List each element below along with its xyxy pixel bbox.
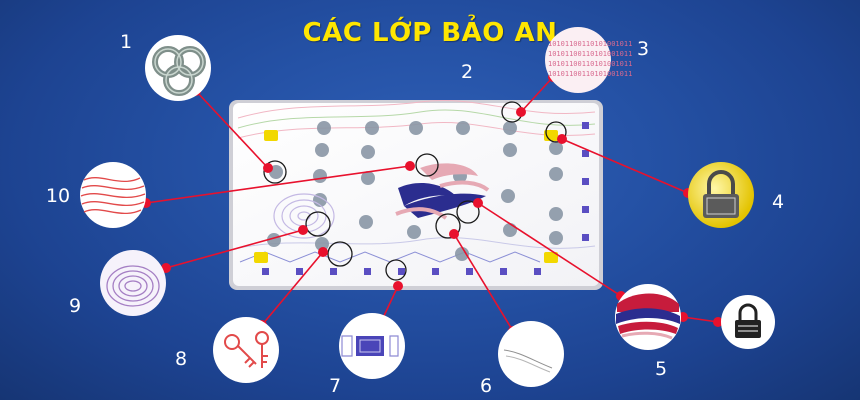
label-6: 6 [480,375,492,397]
label-1: 1 [120,31,132,53]
red-keys-icon [213,317,279,383]
label-3: 3 [637,38,649,60]
label-4: 4 [772,191,784,213]
microtext-binary-icon: 10101100110101001011 1010110011010100101… [545,27,632,93]
binary-row-3: 10101100110101001011 [548,60,632,68]
striped-thread-icon [615,284,681,350]
blue-emblem-icon [339,313,405,379]
fine-line-icon [498,321,564,387]
blue-emblems-on-card [262,122,589,275]
guilloche-knot-icon [145,35,211,101]
central-emblem [395,163,490,220]
label-5: 5 [655,358,667,380]
page-title: CÁC LỚP BẢO AN [302,18,558,48]
binary-row-2: 10101100110101001011 [548,50,632,58]
label-2: 2 [461,61,473,83]
gold-padlock-icon [688,162,754,228]
label-10: 10 [46,185,70,207]
padlock-icon [721,295,775,349]
id-card [229,99,603,290]
label-7: 7 [329,375,341,397]
leader-lines [145,76,719,332]
label-9: 9 [69,295,81,317]
red-wavy-lines-icon [80,162,146,228]
trefoil-pattern [267,121,563,261]
fingerprint-icon [100,250,166,316]
binary-row-4: 10101100110101001011 [548,70,632,78]
label-8: 8 [175,348,187,370]
binary-row-1: 10101100110101001011 [548,40,632,48]
